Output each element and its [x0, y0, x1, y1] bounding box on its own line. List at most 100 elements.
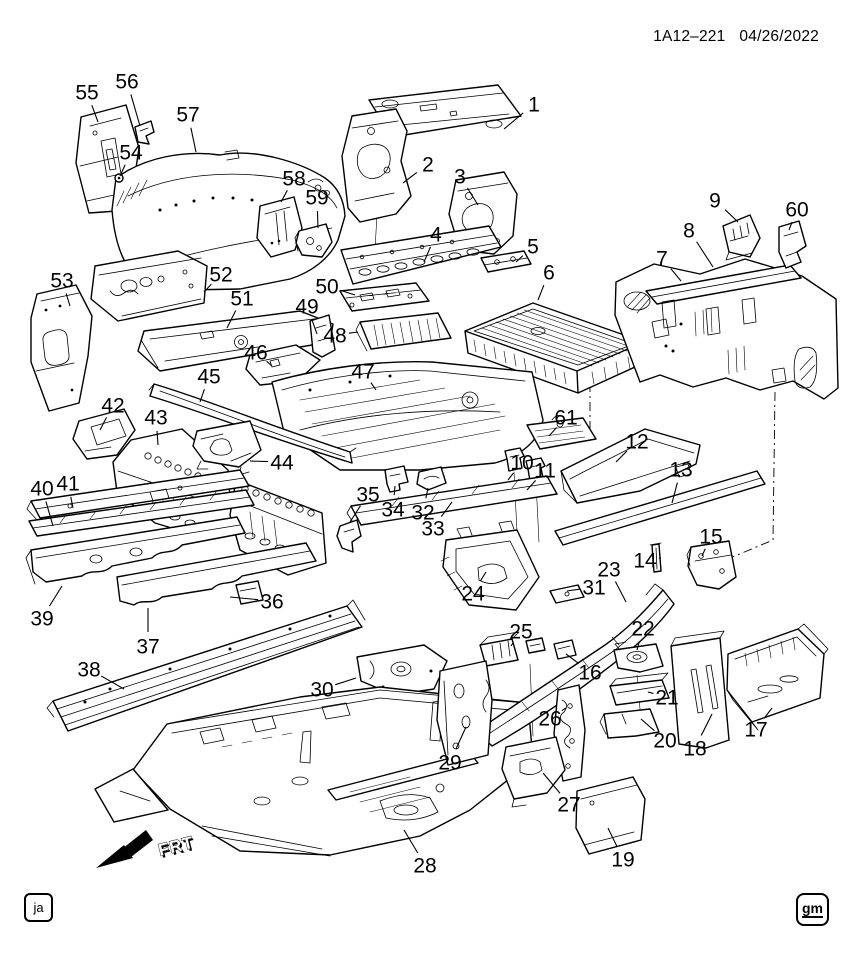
drawing-date: 04/26/2022 [739, 28, 819, 45]
leader-line-35 [349, 505, 361, 523]
leader-line-56 [130, 94, 141, 127]
callout-42: 42 [101, 394, 124, 417]
leader-line-1 [503, 112, 524, 130]
callout-12: 12 [625, 430, 648, 453]
author-badge-label: ja [33, 900, 44, 915]
callout-48: 48 [323, 324, 346, 347]
leader-line-31 [566, 588, 581, 592]
part-53-pillar-panel [30, 284, 93, 412]
part-56-clip [134, 120, 155, 145]
leader-line-57 [190, 127, 197, 153]
callout-56: 56 [115, 70, 138, 93]
part-39-lower-rail-left [25, 516, 246, 585]
leader-line-15 [701, 548, 706, 557]
leader-line-54 [119, 164, 126, 177]
callout-7: 7 [656, 247, 668, 270]
leader-line-17 [764, 707, 773, 719]
part-10-retainer-clip [504, 447, 525, 472]
callout-19: 19 [611, 848, 634, 871]
leader-line-3 [466, 187, 479, 206]
part-52-quarter-inner-panel [90, 250, 208, 322]
callout-60: 60 [785, 198, 808, 221]
callout-46: 46 [244, 341, 267, 364]
leader-line-55 [91, 104, 99, 123]
callout-24: 24 [461, 582, 485, 605]
part-9-mount-bracket [722, 214, 761, 261]
leader-line-38 [100, 675, 125, 690]
leader-lines [45, 94, 793, 854]
callout-49: 49 [295, 295, 318, 318]
part-50-shelf-panel [339, 282, 430, 312]
leader-line-27 [542, 772, 561, 794]
leader-line-25 [510, 642, 514, 647]
callout-2: 2 [422, 153, 434, 176]
part-22-anchor-bracket [613, 641, 664, 673]
leader-line-16 [565, 653, 580, 665]
part-48-ribbed-panel [355, 312, 452, 352]
callout-50: 50 [315, 275, 338, 298]
leader-line-10 [507, 472, 514, 481]
callout-31: 31 [582, 576, 605, 599]
leader-line-42 [99, 417, 108, 431]
leader-line-6 [537, 284, 545, 301]
part-40-rail-reinforcement [28, 489, 255, 537]
leader-line-20 [640, 718, 655, 732]
callout-20: 20 [653, 729, 676, 752]
leader-line-44 [249, 460, 269, 463]
callout-26: 26 [538, 707, 561, 730]
callout-27: 27 [557, 793, 580, 816]
leader-line-2 [402, 172, 418, 184]
leader-line-28 [403, 829, 419, 854]
callout-3: 3 [454, 165, 466, 188]
part-60-latch-bracket [778, 220, 807, 269]
leader-line-8 [696, 241, 714, 268]
callout-38: 38 [77, 658, 100, 681]
leader-line-22 [636, 641, 640, 651]
callout-23: 23 [597, 558, 620, 581]
part-58-gutter-panel [256, 196, 303, 258]
leader-line-46 [266, 360, 273, 367]
gm-logo-badge: gm [796, 893, 829, 926]
part-19-side-panel [575, 776, 646, 855]
leader-line-4 [423, 246, 431, 263]
leader-line-26 [561, 707, 567, 712]
part-11-retainer-clip [525, 457, 546, 482]
part-32-funnel-clip [416, 466, 447, 491]
part-38-rocker-sill [46, 599, 366, 732]
callout-5: 5 [527, 235, 539, 258]
callout-33: 33 [421, 517, 444, 540]
callout-37: 37 [136, 635, 159, 658]
callout-15: 15 [699, 525, 722, 548]
callout-43: 43 [144, 406, 167, 429]
callout-59: 59 [305, 186, 328, 209]
leader-line-48 [348, 331, 359, 334]
part-20-gusset-bracket [599, 708, 660, 739]
part-42-corner-bracket [72, 408, 136, 460]
part-16-clips [525, 637, 577, 660]
part-41-front-rail [26, 469, 250, 521]
part-36-rail-end-bracket [235, 580, 264, 605]
leader-line-29 [455, 726, 467, 750]
callout-51: 51 [230, 287, 253, 310]
front-arrow-icon [96, 830, 153, 868]
leader-line-13 [671, 482, 678, 504]
callout-61: 61 [554, 406, 577, 429]
callout-13: 13 [669, 458, 692, 481]
callout-53: 53 [50, 269, 73, 292]
leader-line-47 [370, 382, 377, 391]
leader-line-52 [203, 283, 212, 293]
callout-36: 36 [260, 590, 283, 613]
leader-line-36 [229, 596, 259, 601]
callout-17: 17 [744, 718, 767, 741]
part-21-support-plate [609, 672, 670, 706]
callout-4: 4 [430, 223, 442, 246]
part-61-access-plate [526, 415, 597, 450]
part-25-spacer-block [479, 631, 520, 667]
part-34-mount-clip [384, 465, 409, 493]
part-59-hinge-bracket [294, 223, 333, 258]
part-17-battery-tray [726, 623, 829, 731]
leader-line-5 [515, 255, 524, 263]
leader-line-7 [670, 268, 682, 282]
